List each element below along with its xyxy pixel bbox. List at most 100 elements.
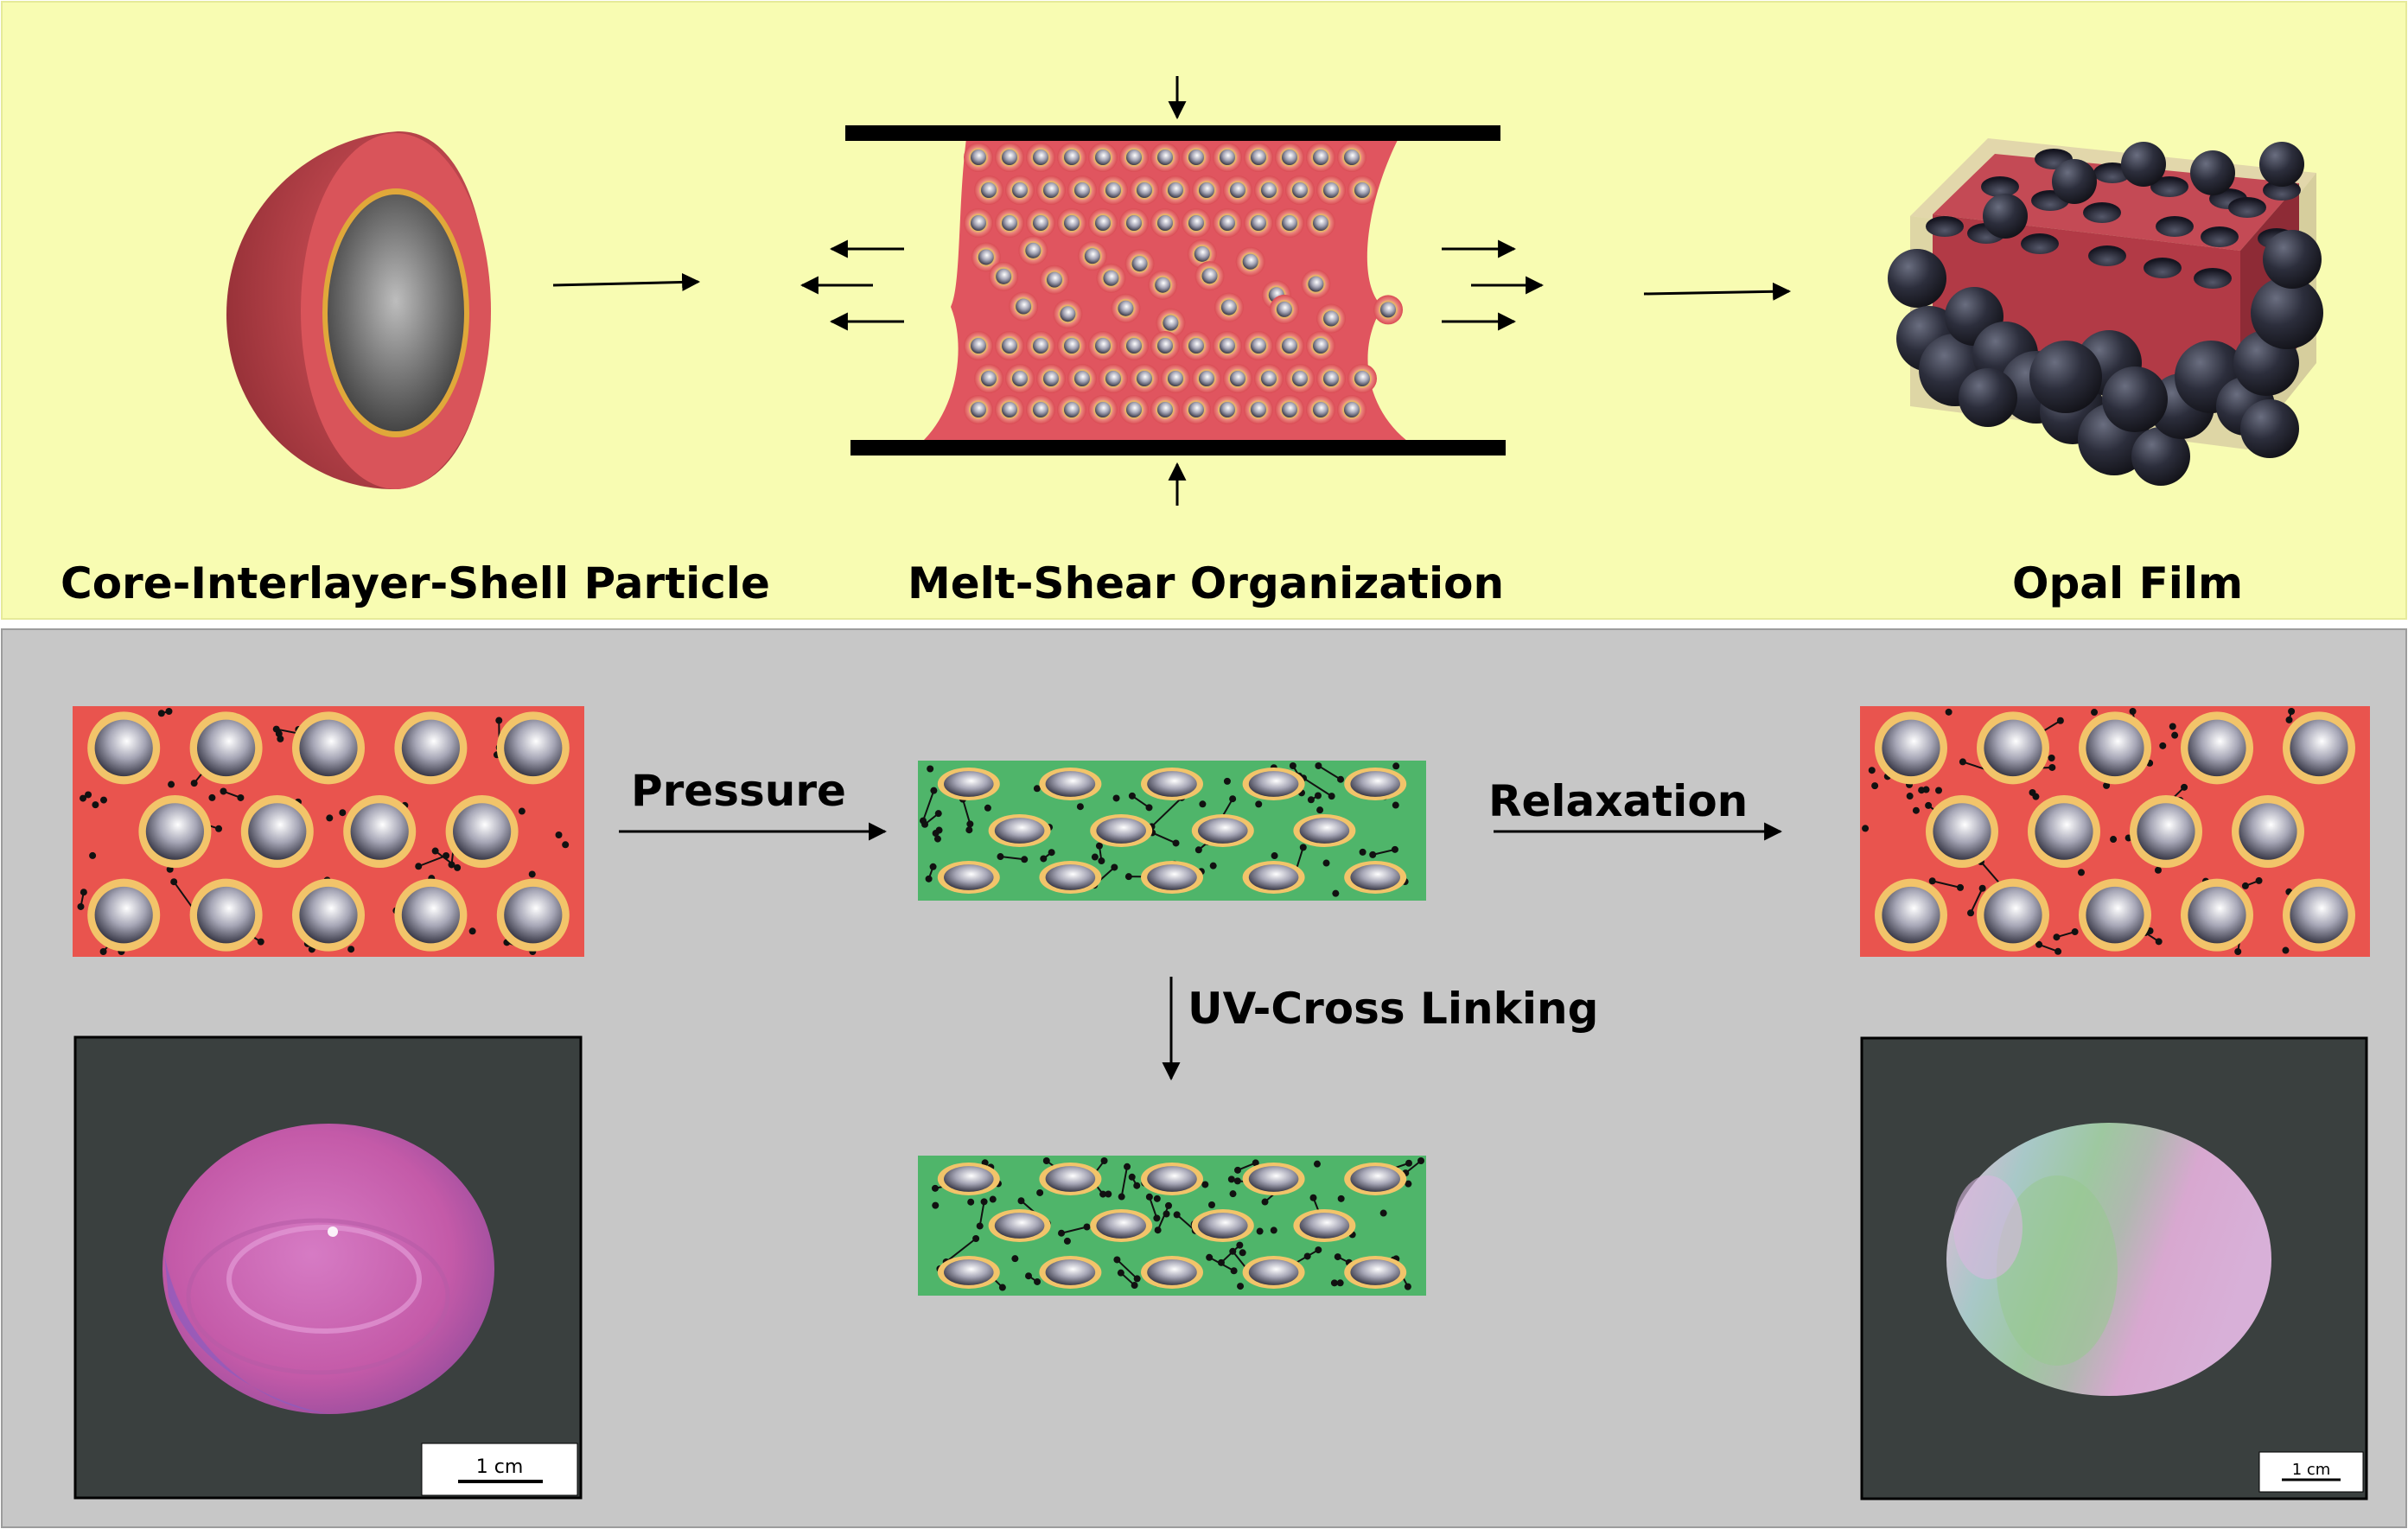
chain-end (1230, 1267, 1238, 1275)
shear-particle (1337, 395, 1366, 424)
chain-bond (1970, 888, 1984, 914)
shear-particle (1182, 395, 1211, 424)
shear-particle (1150, 143, 1180, 172)
particle-core (1350, 1259, 1400, 1285)
chain-end (980, 1198, 988, 1206)
opal-sphere (2263, 230, 2322, 289)
shear-particle (1119, 143, 1149, 172)
particle-core (1199, 371, 1214, 386)
core-particle (189, 878, 263, 952)
opal-pit (2194, 268, 2232, 289)
shear-particle (1036, 364, 1066, 393)
shear-particle (1018, 235, 1048, 265)
particle-core (401, 886, 460, 944)
core-shell-particle (226, 131, 491, 490)
shear-particle (964, 331, 993, 360)
monomer-dot (339, 809, 347, 817)
particle-core (2035, 803, 2093, 860)
chain-end (1145, 804, 1153, 812)
particle-core (944, 1259, 994, 1285)
shear-particle (1182, 143, 1211, 172)
particle-core (1060, 306, 1076, 322)
polymer-chain (1128, 792, 1153, 812)
core-particle (1242, 1163, 1305, 1195)
monomer-dot (1229, 1190, 1237, 1198)
shear-particle (1124, 249, 1155, 279)
shear-particle (1099, 364, 1128, 393)
particle-core (1282, 338, 1297, 354)
monomer-dot (562, 841, 570, 849)
chain-end (1133, 1182, 1141, 1189)
polymer-chain (1117, 1269, 1138, 1290)
particle-core (1126, 402, 1142, 417)
polymer-chain (1025, 1272, 1042, 1285)
particle-core (1194, 245, 1210, 262)
shear-particle (1254, 175, 1284, 205)
chain-end (1336, 1279, 1344, 1287)
shear-particle (1067, 364, 1097, 393)
chain-end (1124, 873, 1132, 881)
polymer-chain (2285, 708, 2296, 723)
chain-end (998, 1284, 1006, 1291)
monomer-dot (100, 796, 108, 804)
shear-particle (1213, 395, 1242, 424)
particle-core (1033, 150, 1048, 165)
core-particle (1191, 1209, 1254, 1242)
opal-sphere (1888, 249, 1946, 308)
shear-particle (1347, 364, 1377, 393)
particle-core (1282, 402, 1297, 417)
chain-end (931, 1184, 939, 1192)
particle-core (1242, 253, 1258, 270)
monomer-dot (1945, 708, 1953, 716)
particle-core (1126, 338, 1142, 354)
core-particle (394, 878, 468, 952)
particle-core (1248, 1166, 1299, 1192)
particle-core (1220, 150, 1235, 165)
particle-core (1984, 886, 2042, 944)
particle-core (1105, 371, 1121, 386)
particle-core (996, 268, 1012, 284)
chain-end (2032, 793, 2040, 800)
opal-pit (2021, 233, 2059, 254)
shear-particle (1182, 208, 1211, 238)
monomer-dot (1033, 785, 1041, 793)
monomer-dot (1063, 1237, 1071, 1245)
particle-core (1984, 719, 2042, 777)
particle-core (1220, 215, 1235, 231)
opal-sphere (2121, 142, 2166, 187)
shear-particle (1275, 331, 1304, 360)
shear-particle (1150, 395, 1180, 424)
monomer-dot (168, 780, 175, 788)
core-particle (292, 711, 365, 785)
core-particle (87, 711, 161, 785)
chain-end (2056, 717, 2064, 724)
core-particle (1141, 861, 1203, 894)
chain-end (1330, 1279, 1338, 1287)
chain-end (1959, 758, 1966, 766)
shear-particle (1306, 331, 1335, 360)
chain-end (2035, 940, 2043, 948)
chain-end (932, 830, 940, 838)
particle-core (1033, 215, 1048, 231)
opal-sphere (2190, 150, 2235, 195)
core-particle (292, 878, 365, 952)
chain-end (448, 861, 455, 869)
particle-core (1157, 215, 1173, 231)
arrow-particle-to-shear (552, 272, 701, 291)
chain-end (80, 794, 87, 802)
polymer-chain (1369, 845, 1398, 858)
shear-particle (1285, 364, 1315, 393)
monomer-dot (1918, 787, 1926, 794)
particle-core (1248, 1259, 1299, 1285)
monomer-dot (1316, 806, 1324, 814)
core-particle (496, 711, 570, 785)
shear-particle (1269, 294, 1299, 324)
chain-end (1233, 1177, 1241, 1185)
chain-end (2048, 763, 2056, 771)
chain-end (2181, 783, 2188, 791)
chain-bond (1116, 1258, 1138, 1280)
shear-particle (1301, 269, 1331, 299)
particle-core (1137, 371, 1152, 386)
polymer-chain (1095, 842, 1105, 865)
